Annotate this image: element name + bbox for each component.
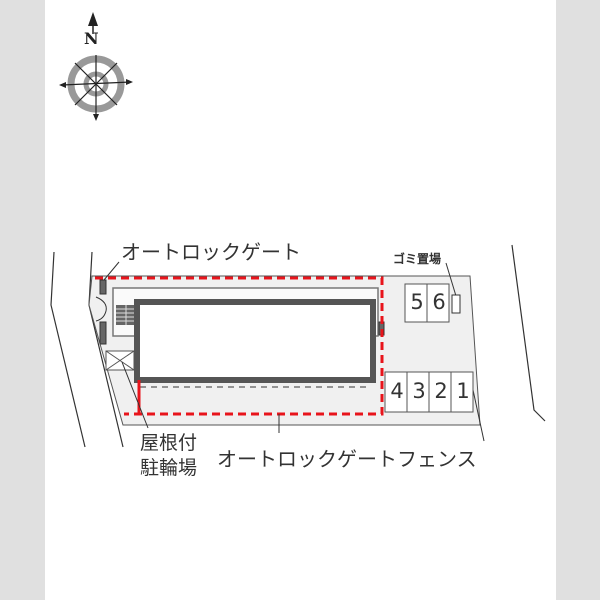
left-margin — [0, 0, 45, 600]
parking-number-6: 6 — [432, 290, 446, 314]
parking-number-2: 2 — [434, 379, 448, 403]
parking-number-1: 1 — [456, 379, 470, 403]
garbage-box — [451, 294, 461, 314]
parking-number-5: 5 — [410, 290, 424, 314]
label-garbage-area: ゴミ置場 — [393, 252, 442, 266]
compass-icon — [59, 12, 133, 121]
autolock-fence — [95, 276, 384, 416]
door-swing — [95, 296, 107, 322]
bicycle-parking-icon — [105, 350, 135, 371]
label-autolock-gate-fence: オートロックゲートフェンス — [217, 447, 477, 471]
road-edge-left-outer — [50, 251, 86, 448]
label-autolock-gate: オートロックゲート — [121, 240, 301, 264]
right-margin — [556, 0, 600, 600]
gate-post — [99, 321, 107, 345]
label-roofed-bicycle-parking-2: 駐輪場 — [140, 457, 198, 479]
parking-number-4: 4 — [390, 379, 404, 403]
road-edge-right — [511, 244, 546, 422]
building — [134, 299, 376, 383]
parking-space-6 — [426, 283, 450, 323]
parking-number-3: 3 — [412, 379, 426, 403]
autolock-gate-top — [99, 279, 107, 295]
parking-space-1 — [450, 371, 474, 413]
compass-north-label: N — [84, 29, 99, 48]
stairs-icon — [116, 305, 136, 325]
label-roofed-bicycle-parking-1: 屋根付 — [140, 432, 198, 454]
